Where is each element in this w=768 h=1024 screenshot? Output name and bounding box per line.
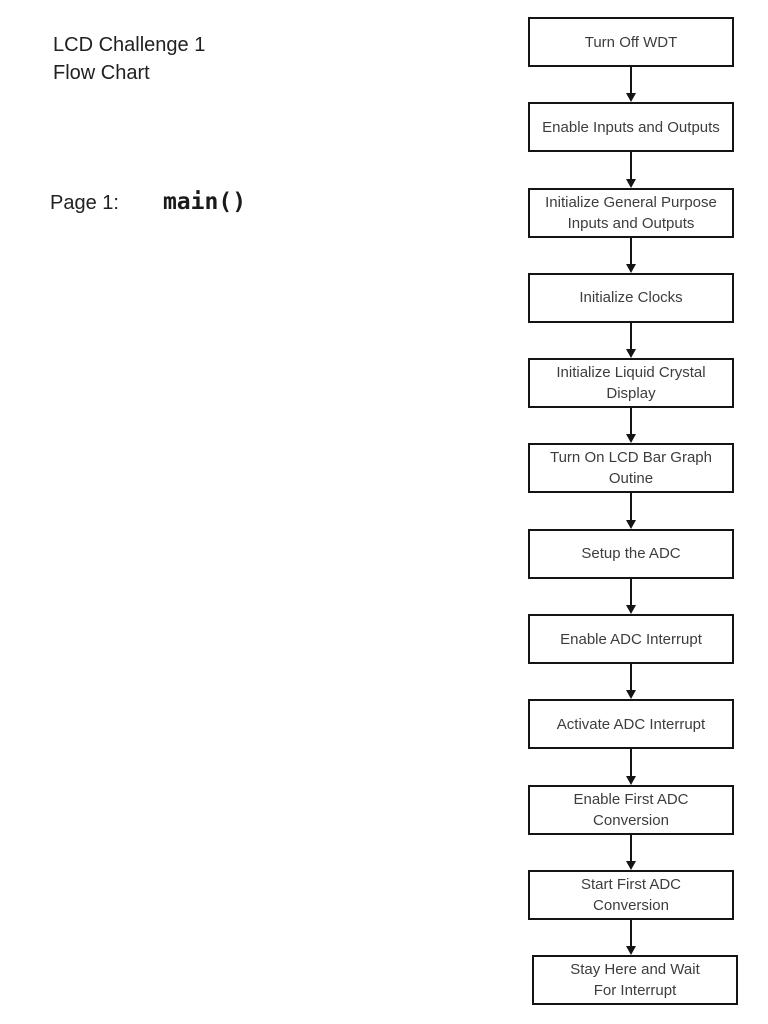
arrowhead-down-icon [626, 775, 636, 785]
arrowhead-down-icon [626, 946, 636, 956]
arrow-line [630, 237, 632, 264]
flow-node-5: Initialize Liquid Crystal Display [528, 358, 734, 409]
flow-node-8: Enable ADC Interrupt [528, 614, 734, 665]
flow-arrow-2 [528, 152, 734, 188]
arrowhead-down-icon [626, 605, 636, 615]
arrowhead-down-icon [626, 263, 636, 273]
arrow-line [630, 152, 632, 179]
slide-title-line1: LCD Challenge 1 [53, 34, 206, 56]
flow-node-10: Enable First ADC Conversion [528, 784, 734, 835]
arrow-line [630, 664, 632, 691]
flow-arrow-8 [528, 664, 734, 700]
flow-node-11: Start First ADC Conversion [528, 869, 734, 920]
function-name: main() [162, 189, 247, 215]
flowchart: Turn Off WDT Enable Inputs and Outputs I… [528, 17, 738, 1006]
flow-node-7: Setup the ADC [528, 528, 734, 579]
flow-arrow-3 [528, 237, 734, 273]
flow-arrow-10 [528, 834, 734, 870]
arrowhead-down-icon [626, 93, 636, 103]
arrow-line [630, 919, 632, 947]
arrow-line [630, 67, 632, 94]
flow-node-9: Activate ADC Interrupt [528, 699, 734, 750]
arrow-line [630, 749, 632, 776]
arrowhead-down-icon [626, 434, 636, 444]
flow-node-3: Initialize General Purpose Inputs and Ou… [528, 187, 734, 238]
arrow-line [630, 322, 632, 350]
slide-title-line2: Flow Chart [53, 62, 150, 84]
arrow-line [630, 408, 632, 435]
flow-arrow-7 [528, 578, 734, 615]
arrow-line [630, 578, 632, 606]
flow-node-12: Stay Here and Wait For Interrupt [532, 955, 738, 1006]
flow-node-1: Turn Off WDT [528, 17, 734, 67]
flow-arrow-11 [528, 919, 734, 956]
flow-arrow-5 [528, 408, 734, 444]
arrowhead-down-icon [626, 860, 636, 870]
slide-title: LCD Challenge 1 Flow Chart [53, 31, 205, 87]
flow-node-4: Initialize Clocks [528, 272, 734, 323]
page-label-row: Page 1: main() [50, 188, 246, 217]
flow-arrow-4 [528, 322, 734, 359]
flow-node-2: Enable Inputs and Outputs [528, 102, 734, 153]
flow-arrow-9 [528, 749, 734, 785]
flow-arrow-6 [528, 493, 734, 529]
arrow-line [630, 493, 632, 520]
flow-arrow-1 [528, 67, 734, 103]
flow-node-6: Turn On LCD Bar Graph Outine [528, 443, 734, 494]
page-label: Page 1: [50, 192, 119, 214]
arrowhead-down-icon [626, 519, 636, 529]
arrow-line [630, 834, 632, 861]
arrowhead-down-icon [626, 690, 636, 700]
arrowhead-down-icon [626, 178, 636, 188]
arrowhead-down-icon [626, 349, 636, 359]
